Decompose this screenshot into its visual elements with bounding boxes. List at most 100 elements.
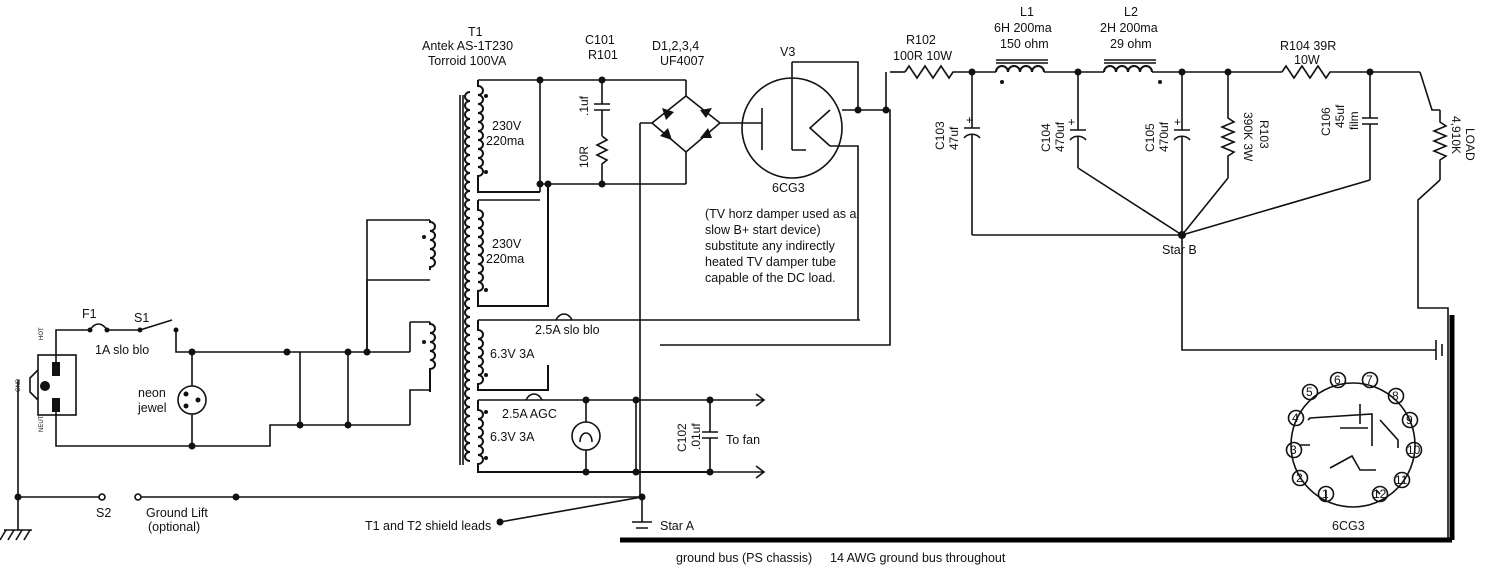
v3-tube-type: 6CG3 bbox=[772, 181, 805, 195]
r101-value: 10R bbox=[577, 146, 591, 168]
svg-text:3: 3 bbox=[1290, 443, 1297, 457]
switch-s2: S2 Ground Lift (optional) bbox=[96, 493, 208, 534]
pin-4: 4 bbox=[1287, 409, 1305, 427]
iec-neutral-label: NEUT bbox=[39, 415, 45, 432]
switch-s2-ref: S2 bbox=[96, 506, 111, 520]
c104-ref: C104 bbox=[1039, 123, 1053, 152]
svg-text:4: 4 bbox=[1292, 411, 1299, 425]
shield-leads-label: T1 and T2 shield leads bbox=[365, 519, 491, 533]
c105-ref: C105 bbox=[1143, 123, 1157, 152]
l1-value: 6H 200ma bbox=[994, 21, 1052, 35]
svg-text:5: 5 bbox=[1306, 385, 1313, 399]
r102-value: 100R 10W bbox=[893, 49, 952, 63]
star-b: Star B bbox=[972, 167, 1443, 360]
iec-inlet: HOT NEUT GND bbox=[16, 327, 77, 432]
diodes-part: UF4007 bbox=[660, 54, 705, 68]
r103-ref: R103 bbox=[1257, 120, 1271, 149]
winding-1-voltage: 230V bbox=[492, 119, 522, 133]
inductor-l1: L1 6H 200ma 150 ohm bbox=[972, 5, 1078, 84]
diode-bridge: D1,2,3,4 UF4007 bbox=[639, 39, 742, 497]
diodes-ref: D1,2,3,4 bbox=[652, 39, 699, 53]
note-line-4: heated TV damper tube bbox=[705, 255, 836, 269]
star-a-label: Star A bbox=[660, 519, 695, 533]
r102-ref: R102 bbox=[906, 33, 936, 47]
fuse-f1: F1 1A slo blo bbox=[82, 307, 149, 357]
winding-4-label: 6.3V 3A bbox=[490, 430, 535, 444]
switch-s1: S1 bbox=[134, 311, 179, 333]
pilot-lamp bbox=[571, 396, 601, 476]
snubber-c101-r101: C101 R101 .1uf 10R bbox=[577, 33, 618, 188]
fuse-agc: 2.5A AGC bbox=[502, 393, 557, 421]
fuse-agc-label: 2.5A AGC bbox=[502, 407, 557, 421]
pin-9: 9 bbox=[1401, 411, 1419, 429]
pin-11: 11 bbox=[1393, 471, 1411, 489]
note-line-3: substitute any indirectly bbox=[705, 239, 836, 253]
tube-note: (TV horz damper used as a slow B+ start … bbox=[705, 207, 857, 285]
winding-1-current: 220ma bbox=[486, 134, 524, 148]
c101-value: .1uf bbox=[577, 95, 591, 116]
r101-ref: R101 bbox=[588, 48, 618, 62]
transformer-t2 bbox=[422, 220, 436, 392]
neon-label-1: neon bbox=[138, 386, 166, 400]
neon-label-2: jewel bbox=[137, 401, 167, 415]
svg-text:10: 10 bbox=[1407, 443, 1421, 457]
l2-value: 2H 200ma bbox=[1100, 21, 1158, 35]
svg-text:2: 2 bbox=[1296, 471, 1303, 485]
winding-2-current: 220ma bbox=[486, 252, 524, 266]
pin-12: 12 bbox=[1371, 485, 1389, 503]
t1-ref: T1 bbox=[468, 25, 483, 39]
earth-ground bbox=[0, 380, 32, 541]
neon-jewel: neon jewel bbox=[137, 352, 207, 446]
svg-text:+: + bbox=[1174, 115, 1181, 129]
star-b-label: Star B bbox=[1162, 243, 1197, 257]
l2-ref: L2 bbox=[1124, 5, 1138, 19]
transformer-t1: T1 Antek AS-1T230 Torroid 100VA 230V 220… bbox=[422, 25, 860, 473]
svg-text:8: 8 bbox=[1392, 389, 1399, 403]
note-line-2: slow B+ start device) bbox=[705, 223, 821, 237]
r104-ref: R104 39R bbox=[1280, 39, 1336, 53]
pin-7: 7 bbox=[1361, 371, 1379, 389]
svg-text:7: 7 bbox=[1366, 373, 1373, 387]
resistor-r104: R104 39R 10W bbox=[1280, 39, 1420, 80]
capacitor-c106: C106 45uf film bbox=[1319, 72, 1378, 180]
ground-bus: ground bus (PS chassis) 14 AWG ground bu… bbox=[620, 315, 1455, 565]
svg-text:6: 6 bbox=[1334, 373, 1341, 387]
resistor-r103: 390K 3W R103 bbox=[1219, 72, 1271, 178]
t1-model: Antek AS-1T230 bbox=[422, 39, 513, 53]
star-a-ground: Star A bbox=[632, 493, 695, 533]
pin-10: 10 bbox=[1405, 441, 1423, 459]
c101-ref: C101 bbox=[585, 33, 615, 47]
t1-desc: Torroid 100VA bbox=[428, 54, 507, 68]
r103-value: 390K 3W bbox=[1241, 112, 1255, 162]
fan-label: To fan bbox=[726, 433, 760, 447]
winding-2-voltage: 230V bbox=[492, 237, 522, 251]
note-line-1: (TV horz damper used as a bbox=[705, 207, 857, 221]
capacitor-c104: + C104 470uf bbox=[1039, 72, 1087, 168]
load-value: 4,910K bbox=[1449, 116, 1463, 154]
c102-value: .01uf bbox=[689, 423, 703, 450]
pinout-pins: 1 2 3 4 5 6 7 8 9 10 11 12 bbox=[1285, 371, 1423, 503]
bus-awg-label: 14 AWG ground bus throughout bbox=[830, 551, 1006, 565]
svg-text:9: 9 bbox=[1406, 413, 1413, 427]
c106-type: film bbox=[1347, 111, 1361, 130]
svg-text:+: + bbox=[1068, 115, 1075, 129]
bus-chassis-label: ground bus (PS chassis) bbox=[676, 551, 812, 565]
switch-s1-ref: S1 bbox=[134, 311, 149, 325]
pin-2: 2 bbox=[1291, 469, 1309, 487]
note-line-5: capable of the DC load. bbox=[705, 271, 836, 285]
pin-6: 6 bbox=[1329, 371, 1347, 389]
svg-text:1: 1 bbox=[1322, 487, 1329, 501]
pin-1: 1 bbox=[1317, 485, 1335, 503]
c104-value: 470uf bbox=[1053, 121, 1067, 152]
c106-ref: C106 bbox=[1319, 107, 1333, 136]
c103-value: 47uf bbox=[947, 126, 961, 150]
capacitor-c105: + C105 470uf bbox=[1143, 72, 1191, 235]
ground-lift-label-2: (optional) bbox=[148, 520, 200, 534]
pin-5: 5 bbox=[1301, 383, 1319, 401]
l1-dcr: 150 ohm bbox=[1000, 37, 1049, 51]
svg-text:11: 11 bbox=[1395, 473, 1408, 487]
tube-v3: V3 6CG3 bbox=[741, 45, 859, 320]
l1-ref: L1 bbox=[1020, 5, 1034, 19]
pin-3: 3 bbox=[1285, 441, 1303, 459]
